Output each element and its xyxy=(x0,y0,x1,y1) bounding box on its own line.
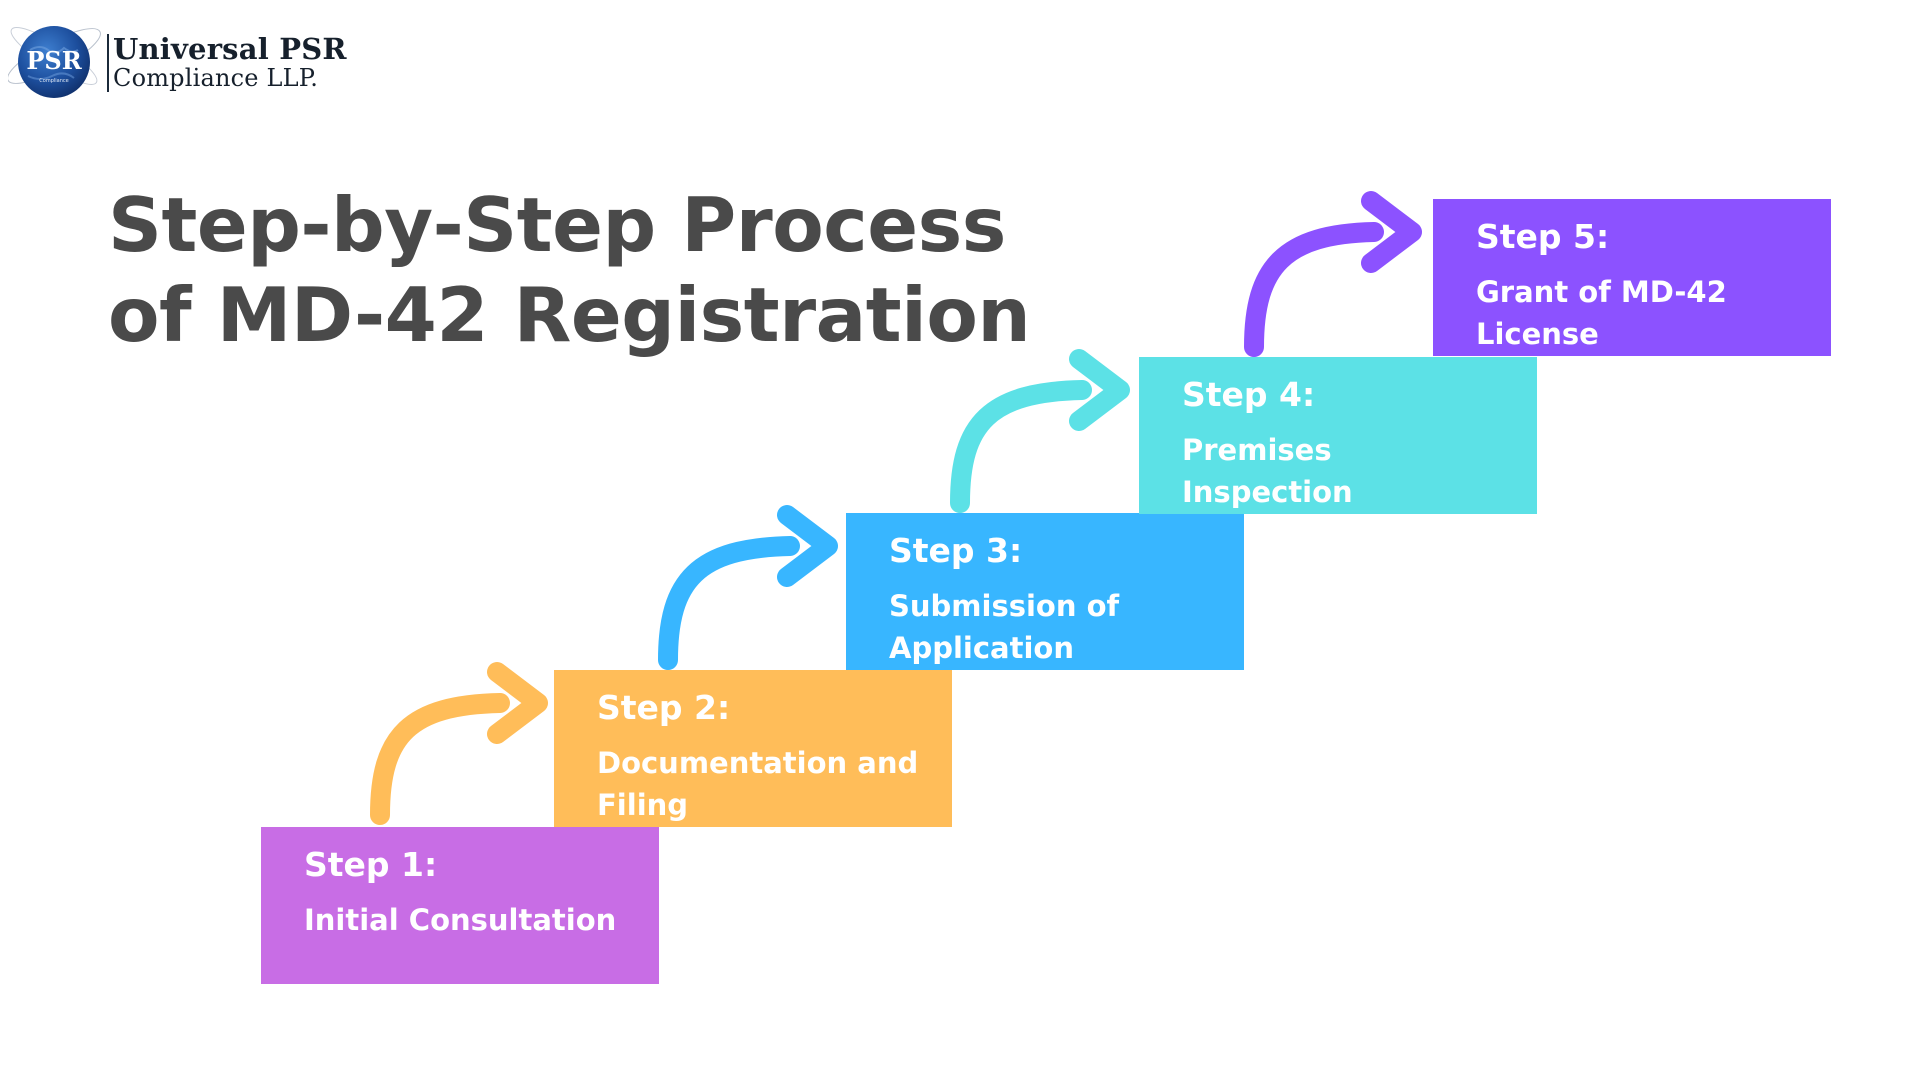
logo-mark-subtext: Compliance xyxy=(39,78,68,84)
step-number: Step 1: xyxy=(304,845,438,884)
step-card-4: Step 4: Premises Inspection xyxy=(1139,357,1537,514)
step-description: Submission of Application xyxy=(889,589,1120,665)
logo-mark-text: PSR xyxy=(26,46,82,75)
title-line-2: of MD-42 Registration xyxy=(108,271,1031,359)
step-card-5: Step 5: Grant of MD-42 License xyxy=(1433,199,1831,356)
curved-arrow-icon xyxy=(658,505,838,670)
curved-arrow-icon xyxy=(1244,191,1422,357)
step-number: Step 3: xyxy=(889,531,1023,570)
title-line-1: Step-by-Step Process xyxy=(108,181,1006,269)
logo-company-suffix: Compliance LLP. xyxy=(113,64,319,92)
step-card-1: Step 1: Initial Consultation xyxy=(261,827,659,984)
step-card-2: Step 2: Documentation and Filing xyxy=(554,670,952,827)
company-logo: PSR Compliance Universal PSR Compliance … xyxy=(8,6,346,102)
step-description: Premises Inspection xyxy=(1182,433,1353,509)
curved-arrow-icon xyxy=(950,349,1130,513)
step-number: Step 2: xyxy=(597,688,731,727)
logo-company-name: Universal PSR xyxy=(113,32,347,66)
page-title: Step-by-Step Process of MD-42 Registrati… xyxy=(108,180,1031,360)
step-description: Initial Consultation xyxy=(304,903,617,937)
step-description: Grant of MD-42 License xyxy=(1476,275,1727,351)
step-number: Step 5: xyxy=(1476,217,1610,256)
step-card-3: Step 3: Submission of Application xyxy=(846,513,1244,670)
step-number: Step 4: xyxy=(1182,375,1316,414)
logo-divider xyxy=(107,34,109,92)
curved-arrow-icon xyxy=(370,662,548,825)
globe-logo-icon: PSR Compliance xyxy=(8,26,101,98)
step-description: Documentation and Filing xyxy=(597,746,919,822)
